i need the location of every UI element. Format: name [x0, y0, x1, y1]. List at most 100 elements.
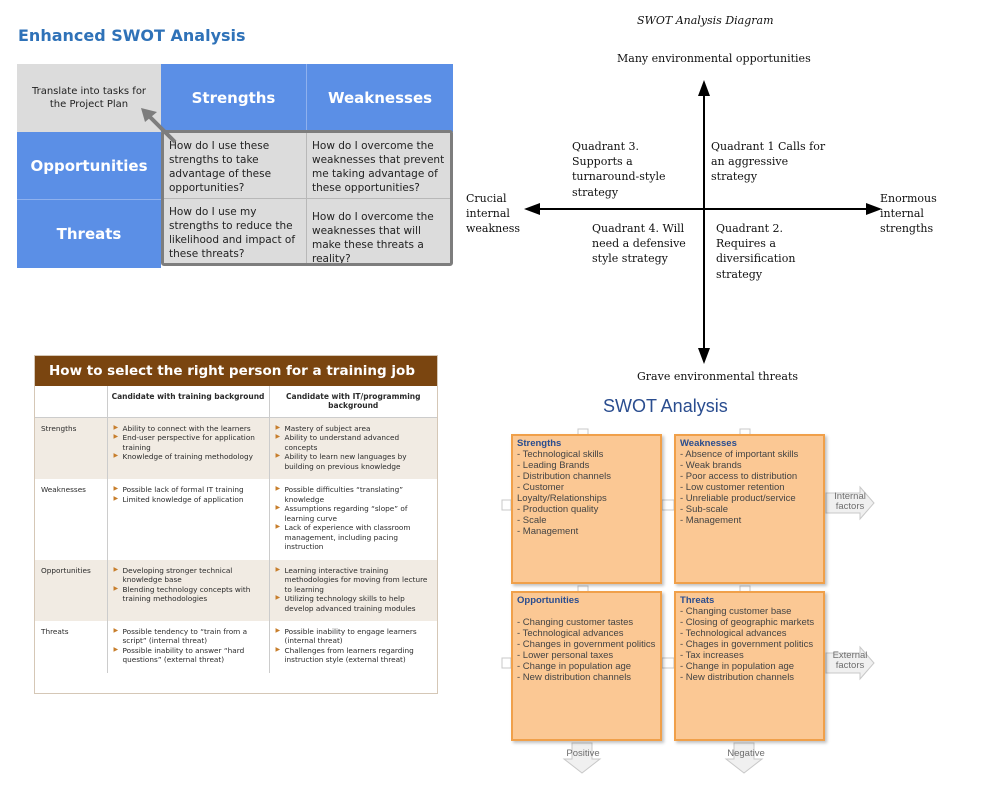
- list-item: - Weak brands: [680, 460, 742, 472]
- training-table-title: How to select the right person for a tra…: [35, 356, 437, 386]
- list-item: - Changing customer tastes: [517, 617, 634, 629]
- opportunities-box: Opportunities - Changing customer tastes…: [511, 591, 662, 741]
- row-threats: Threats: [17, 200, 161, 268]
- arrow-left-icon: [524, 203, 540, 215]
- enhanced-swot-grid: Translate into tasks for the Project Pla…: [17, 64, 453, 268]
- axis-top-label: Many environmental opportunities: [617, 52, 811, 65]
- list-item: Learning interactive training methodolog…: [276, 566, 434, 594]
- list-item: Developing stronger technical knowledge …: [114, 566, 265, 585]
- list-item-spacer: [517, 606, 656, 617]
- list-item: - Leading Brands: [517, 460, 590, 472]
- row-label: Weaknesses: [41, 485, 86, 495]
- list-item: Blending technology concepts with traini…: [114, 585, 265, 604]
- negative-arrow-icon: [724, 742, 764, 774]
- list-item: - Technological advances: [680, 628, 787, 640]
- diagram-title: SWOT Analysis Diagram: [637, 14, 774, 27]
- pointer-arrow-icon: [141, 108, 177, 144]
- row-label: Threats: [41, 626, 69, 636]
- table-row: Strengths Ability to connect with the le…: [35, 417, 437, 480]
- list-item: Possible inability to engage learners (i…: [276, 627, 434, 646]
- strengths-heading: Strengths: [517, 438, 562, 449]
- internal-factors-label: Internal factors: [834, 491, 866, 513]
- cell-wt: How do I overcome the weaknesses that wi…: [307, 199, 450, 265]
- arrow-right-icon: [866, 203, 882, 215]
- list-item: Mastery of subject area: [276, 424, 434, 433]
- training-table: Candidate with training background Candi…: [35, 386, 437, 673]
- row-label: Strengths: [35, 417, 107, 480]
- list-item: - Customer Loyalty/Relationships: [517, 482, 607, 505]
- list-item: - Unreliable product/service: [680, 493, 796, 505]
- negative-label: Negative: [727, 748, 765, 759]
- cell-so: How do I use these strengths to take adv…: [164, 133, 307, 199]
- list-item: Challenges from learners regarding instr…: [276, 646, 434, 665]
- table-row: Threats Possible tendency to “train from…: [35, 620, 437, 673]
- quadrant-2: Quadrant 2. Requires a diversification s…: [716, 222, 796, 281]
- list-item: Possible inability to answer “hard quest…: [114, 646, 265, 665]
- cell-wo: How do I overcome the weaknesses that pr…: [307, 133, 450, 199]
- header-strengths: Strengths: [161, 64, 307, 132]
- training-selection-table: How to select the right person for a tra…: [34, 355, 438, 694]
- arrow-up-icon: [698, 80, 710, 96]
- threats-heading: Threats: [680, 595, 715, 606]
- table-row: Weaknesses Possible lack of formal IT tr…: [35, 479, 437, 560]
- quadrant-4: Quadrant 4. Will need a defensive style …: [592, 222, 686, 266]
- list-item: Lack of experience with classroom manage…: [276, 523, 434, 551]
- list-item: - Chages in government politics: [680, 639, 814, 651]
- weaknesses-heading: Weaknesses: [680, 438, 737, 449]
- quadrant-connectors: [501, 428, 875, 774]
- list-item: - Technological advances: [517, 628, 624, 640]
- quadrant-1: Quadrant 1 Calls for an aggressive strat…: [711, 140, 826, 184]
- table-row: Opportunities Developing stronger techni…: [35, 559, 437, 621]
- list-item: - Scale: [517, 515, 547, 527]
- axis-bottom-label: Grave environmental threats: [637, 370, 799, 383]
- axis-right-label: Enormous internal strengths: [880, 192, 937, 236]
- list-item: - Lower personal taxes: [517, 650, 614, 662]
- row-opportunities: Opportunities: [17, 132, 161, 200]
- quadrant-3: Quadrant 3. Supports a turnaround-style …: [572, 140, 666, 199]
- list-item: - Change in population age: [517, 661, 632, 673]
- cell-st: How do I use my strengths to reduce the …: [164, 199, 307, 265]
- list-item: - Management: [680, 515, 742, 527]
- diagram-axes: [524, 80, 882, 364]
- external-arrow-icon: [825, 645, 875, 681]
- threats-box: Threats - Changing customer base - Closi…: [674, 591, 825, 741]
- corner-note: Translate into tasks for the Project Pla…: [17, 64, 161, 132]
- list-item: Utilizing technology skills to help deve…: [276, 594, 434, 613]
- list-item: - New distribution channels: [680, 672, 795, 684]
- list-item: Possible lack of formal IT training: [114, 485, 265, 494]
- list-item: Ability to learn new languages by buildi…: [276, 452, 434, 471]
- list-item: - Tax increases: [680, 650, 744, 662]
- list-item: - Changing customer base: [680, 606, 792, 618]
- list-item: End-user perspective for application tra…: [114, 433, 265, 452]
- list-item: Possible difficulties “translating” know…: [276, 485, 434, 504]
- list-item: - Change in population age: [680, 661, 795, 673]
- list-item: Assumptions regarding “slope” of learnin…: [276, 504, 434, 523]
- list-item: Possible tendency to “train from a scrip…: [114, 627, 265, 646]
- list-item: - New distribution channels: [517, 672, 632, 684]
- axis-left-label: Crucial internal weakness: [466, 192, 521, 236]
- list-item: - Low customer retention: [680, 482, 785, 494]
- header-it: Candidate with IT/programming background: [268, 386, 437, 418]
- opportunities-heading: Opportunities: [517, 595, 580, 606]
- list-item: - Sub-scale: [680, 504, 729, 516]
- external-factors-label: External factors: [832, 650, 868, 672]
- internal-arrow-icon: [825, 485, 875, 521]
- list-item: Knowledge of training methodology: [114, 452, 265, 461]
- list-item: - Production quality: [517, 504, 599, 516]
- enhanced-swot-title: Enhanced SWOT Analysis: [18, 26, 246, 45]
- arrow-down-icon: [698, 348, 710, 364]
- list-item: - Closing of geographic markets: [680, 617, 815, 629]
- list-item: - Management: [517, 526, 579, 538]
- positive-label: Positive: [566, 748, 600, 759]
- list-item: - Changes in government politics: [517, 639, 656, 651]
- list-item: - Distribution channels: [517, 471, 611, 483]
- list-item: Limited knowledge of application: [114, 495, 265, 504]
- header-empty: [35, 386, 107, 418]
- positive-arrow-icon: [562, 742, 602, 774]
- list-item: - Absence of important skills: [680, 449, 799, 461]
- header-training: Candidate with training background: [106, 386, 269, 418]
- row-label: Opportunities: [35, 559, 107, 621]
- list-item: Ability to connect with the learners: [114, 424, 265, 433]
- swot-analysis-title: SWOT Analysis: [603, 396, 728, 416]
- list-item: - Technological skills: [517, 449, 604, 461]
